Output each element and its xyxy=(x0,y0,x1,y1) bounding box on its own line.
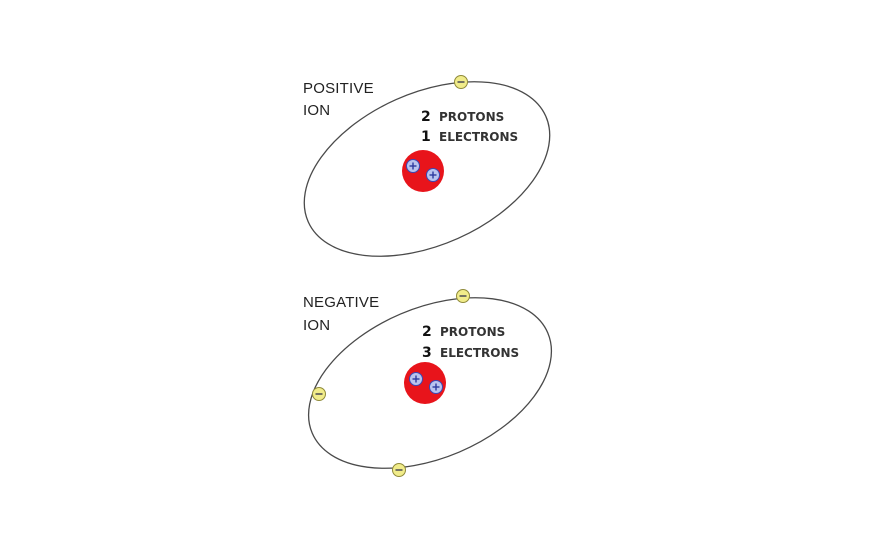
negative-ion-electron-left xyxy=(312,387,326,401)
positive-ion-protons-label: PROTONS xyxy=(439,110,504,124)
negative-ion-protons-count: 2 xyxy=(422,324,432,340)
positive-ion-title-line1: POSITIVE xyxy=(303,80,374,97)
positive-ion-electron xyxy=(454,75,468,89)
negative-ion-nucleus xyxy=(404,362,446,404)
positive-ion-protons-count: 2 xyxy=(421,109,431,125)
proton-icon xyxy=(426,168,440,182)
negative-ion-protons-label: PROTONS xyxy=(440,325,505,339)
proton-icon xyxy=(409,372,423,386)
negative-ion-group: NEGATIVE ION 2 PROTONS 3 ELECTRONS xyxy=(303,289,553,477)
negative-ion-electrons-label: ELECTRONS xyxy=(440,346,519,360)
negative-ion-electron-top xyxy=(456,289,470,303)
positive-ion-electrons-label: ELECTRONS xyxy=(439,130,518,144)
negative-ion-orbit xyxy=(307,297,553,469)
negative-ion-electrons-count: 3 xyxy=(422,345,432,361)
negative-ion-title-line1: NEGATIVE xyxy=(303,294,379,311)
positive-ion-electrons-count: 1 xyxy=(421,129,431,145)
positive-ion-nucleus xyxy=(402,150,444,192)
positive-ion-group: POSITIVE ION 2 PROTONS 1 ELECTRONS xyxy=(303,75,551,257)
positive-ion-orbit xyxy=(303,81,551,257)
proton-icon xyxy=(429,380,443,394)
negative-ion-electron-bottom xyxy=(392,463,406,477)
negative-ion-title-line2: ION xyxy=(303,317,330,334)
positive-ion-title-line2: ION xyxy=(303,102,330,119)
proton-icon xyxy=(406,159,420,173)
